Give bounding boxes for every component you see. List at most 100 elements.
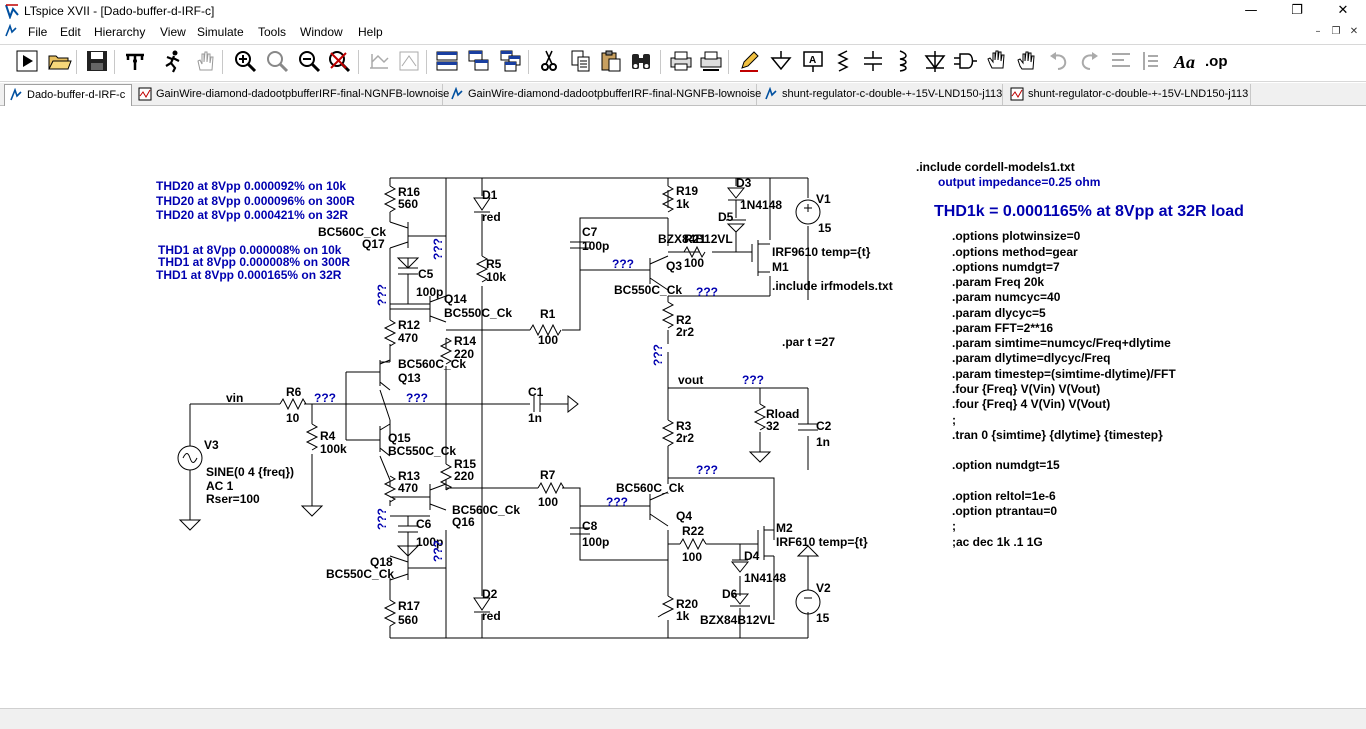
resistor-R14: [439, 337, 453, 365]
value-D1: red: [482, 210, 501, 224]
pan-hand-icon[interactable]: [192, 48, 218, 74]
label-Rload: Rload: [766, 407, 799, 421]
spice-directives[interactable]: .options plotwinsize=0 .options method=g…: [952, 229, 1176, 549]
param-t-directive[interactable]: .par t =27: [782, 335, 835, 349]
menu-simulate[interactable]: Simulate: [197, 25, 244, 39]
zoom-full-icon[interactable]: [264, 48, 290, 74]
maximize-button[interactable]: ❐: [1291, 3, 1303, 18]
mdi-restore-button[interactable]: ❐: [1331, 26, 1341, 37]
tab-label: GainWire-diamond-dadootpbufferIRF-final-…: [468, 88, 762, 100]
component-labels: R16 560 D1 red R19 1k D3 1N4148 D5 V1 15…: [204, 176, 871, 627]
zoom-in-icon[interactable]: [232, 48, 258, 74]
paste-icon[interactable]: [598, 48, 624, 74]
model-M2: IRF610 temp={t}: [776, 535, 868, 549]
print-icon[interactable]: [668, 48, 694, 74]
pencil-icon[interactable]: [736, 48, 762, 74]
zoom-out-icon[interactable]: [296, 48, 322, 74]
cascade-icon[interactable]: [466, 48, 492, 74]
source-V2: [795, 589, 821, 615]
include-irf-directive[interactable]: .include irfmodels.txt: [772, 279, 893, 293]
mdi-minimize-button[interactable]: –: [1315, 26, 1321, 37]
tile-v-icon[interactable]: [498, 48, 524, 74]
copy-icon[interactable]: [568, 48, 594, 74]
model-Q13: BC560C_Ck: [398, 357, 466, 371]
redo-icon[interactable]: [1076, 48, 1102, 74]
rotate-icon[interactable]: [1108, 48, 1134, 74]
drag-icon[interactable]: [1014, 48, 1040, 74]
value-R2: 2r2: [676, 325, 694, 339]
control-panel-icon[interactable]: [122, 48, 148, 74]
label-D2: D2: [482, 587, 498, 601]
menu-help[interactable]: Help: [358, 25, 383, 39]
value-R15: 220: [454, 469, 474, 483]
mdi-close-button[interactable]: ✕: [1349, 26, 1359, 37]
menu-edit[interactable]: Edit: [60, 25, 81, 39]
close-button[interactable]: ✕: [1337, 3, 1349, 18]
grid-icon[interactable]: [366, 48, 392, 74]
text-icon[interactable]: Aa: [1172, 48, 1198, 74]
waveform-fit-icon[interactable]: [396, 48, 422, 74]
directive-line: .options method=gear: [952, 245, 1078, 259]
transistor-Q17: [389, 221, 446, 249]
capacitor-icon[interactable]: [860, 48, 886, 74]
label-net-icon[interactable]: A: [800, 48, 826, 74]
value-V2: 15: [816, 611, 830, 625]
include-cordell-directive[interactable]: .include cordell-models1.txt: [916, 160, 1075, 174]
autorange-icon[interactable]: [326, 48, 352, 74]
directive-line: ;: [952, 519, 956, 533]
label-C1: C1: [528, 385, 544, 399]
label-Q15: Q15: [388, 431, 411, 445]
menu-view[interactable]: View: [160, 25, 186, 39]
tab-gainwire-waveform[interactable]: GainWire-diamond-dadootpbufferIRF-final-…: [134, 84, 449, 105]
value-D5: BZX84B12VL: [658, 232, 733, 246]
mosfet-M1: [751, 240, 770, 276]
waveform-icon: [138, 87, 152, 101]
label-Q18: Q18: [370, 555, 393, 569]
mosfet-M2: [757, 526, 774, 560]
tab-shunt-regulator-waveform[interactable]: shunt-regulator-c-double-+-15V-LND150-j1…: [1006, 84, 1251, 105]
schematic-canvas[interactable]: THD20 at 8Vpp 0.000092% on 10k THD20 at …: [0, 106, 1366, 706]
menu-file[interactable]: File: [28, 25, 48, 39]
zener-D5: [726, 219, 746, 233]
run-icon[interactable]: [14, 48, 40, 74]
ground-icon[interactable]: [768, 48, 794, 74]
transistors: [366, 221, 774, 581]
minimize-button[interactable]: —: [1244, 3, 1258, 18]
undo-icon[interactable]: [1046, 48, 1072, 74]
tab-shunt-regulator-schematic[interactable]: shunt-regulator-c-double-+-15V-LND150-j1…: [760, 84, 1003, 105]
menu-tools[interactable]: Tools: [258, 25, 287, 39]
menu-hierarchy[interactable]: Hierarchy: [94, 25, 146, 39]
find-icon[interactable]: [628, 48, 654, 74]
save-icon[interactable]: [84, 48, 110, 74]
run-halt-icon[interactable]: [160, 48, 186, 74]
mirror-icon[interactable]: [1140, 48, 1166, 74]
print-setup-icon[interactable]: [698, 48, 724, 74]
component-icon[interactable]: [952, 48, 978, 74]
value-R14: 220: [454, 347, 474, 361]
ground-C6: [396, 545, 420, 557]
move-icon[interactable]: [984, 48, 1010, 74]
resistor-R1: [529, 323, 562, 337]
spice-directive-icon[interactable]: .op: [1204, 48, 1230, 74]
resistor-icon[interactable]: [830, 48, 856, 74]
model-Q16: BC560C_Ck: [452, 503, 520, 517]
grounds: [178, 257, 820, 557]
value-R22: 100: [682, 550, 702, 564]
diode-icon[interactable]: [922, 48, 948, 74]
value-R7: 100: [538, 495, 558, 509]
transistor-Q18: [389, 555, 446, 581]
inductor-icon[interactable]: [890, 48, 916, 74]
ground-V3: [178, 519, 202, 531]
directive-line: .option ptrantau=0: [952, 504, 1057, 518]
label-C6: C6: [416, 517, 432, 531]
open-icon[interactable]: [46, 48, 72, 74]
cut-icon[interactable]: [536, 48, 562, 74]
value-C5: 100p: [416, 285, 443, 299]
tab-gainwire-schematic[interactable]: GainWire-diamond-dadootpbufferIRF-final-…: [446, 84, 761, 105]
tab-dado-buffer[interactable]: Dado-buffer-d-IRF-c: [4, 84, 132, 106]
zener-D6: [730, 593, 750, 607]
label-M1: M1: [772, 260, 789, 274]
menu-window[interactable]: Window: [300, 25, 343, 39]
tile-h-icon[interactable]: [434, 48, 460, 74]
resistor-R4: [305, 423, 319, 451]
